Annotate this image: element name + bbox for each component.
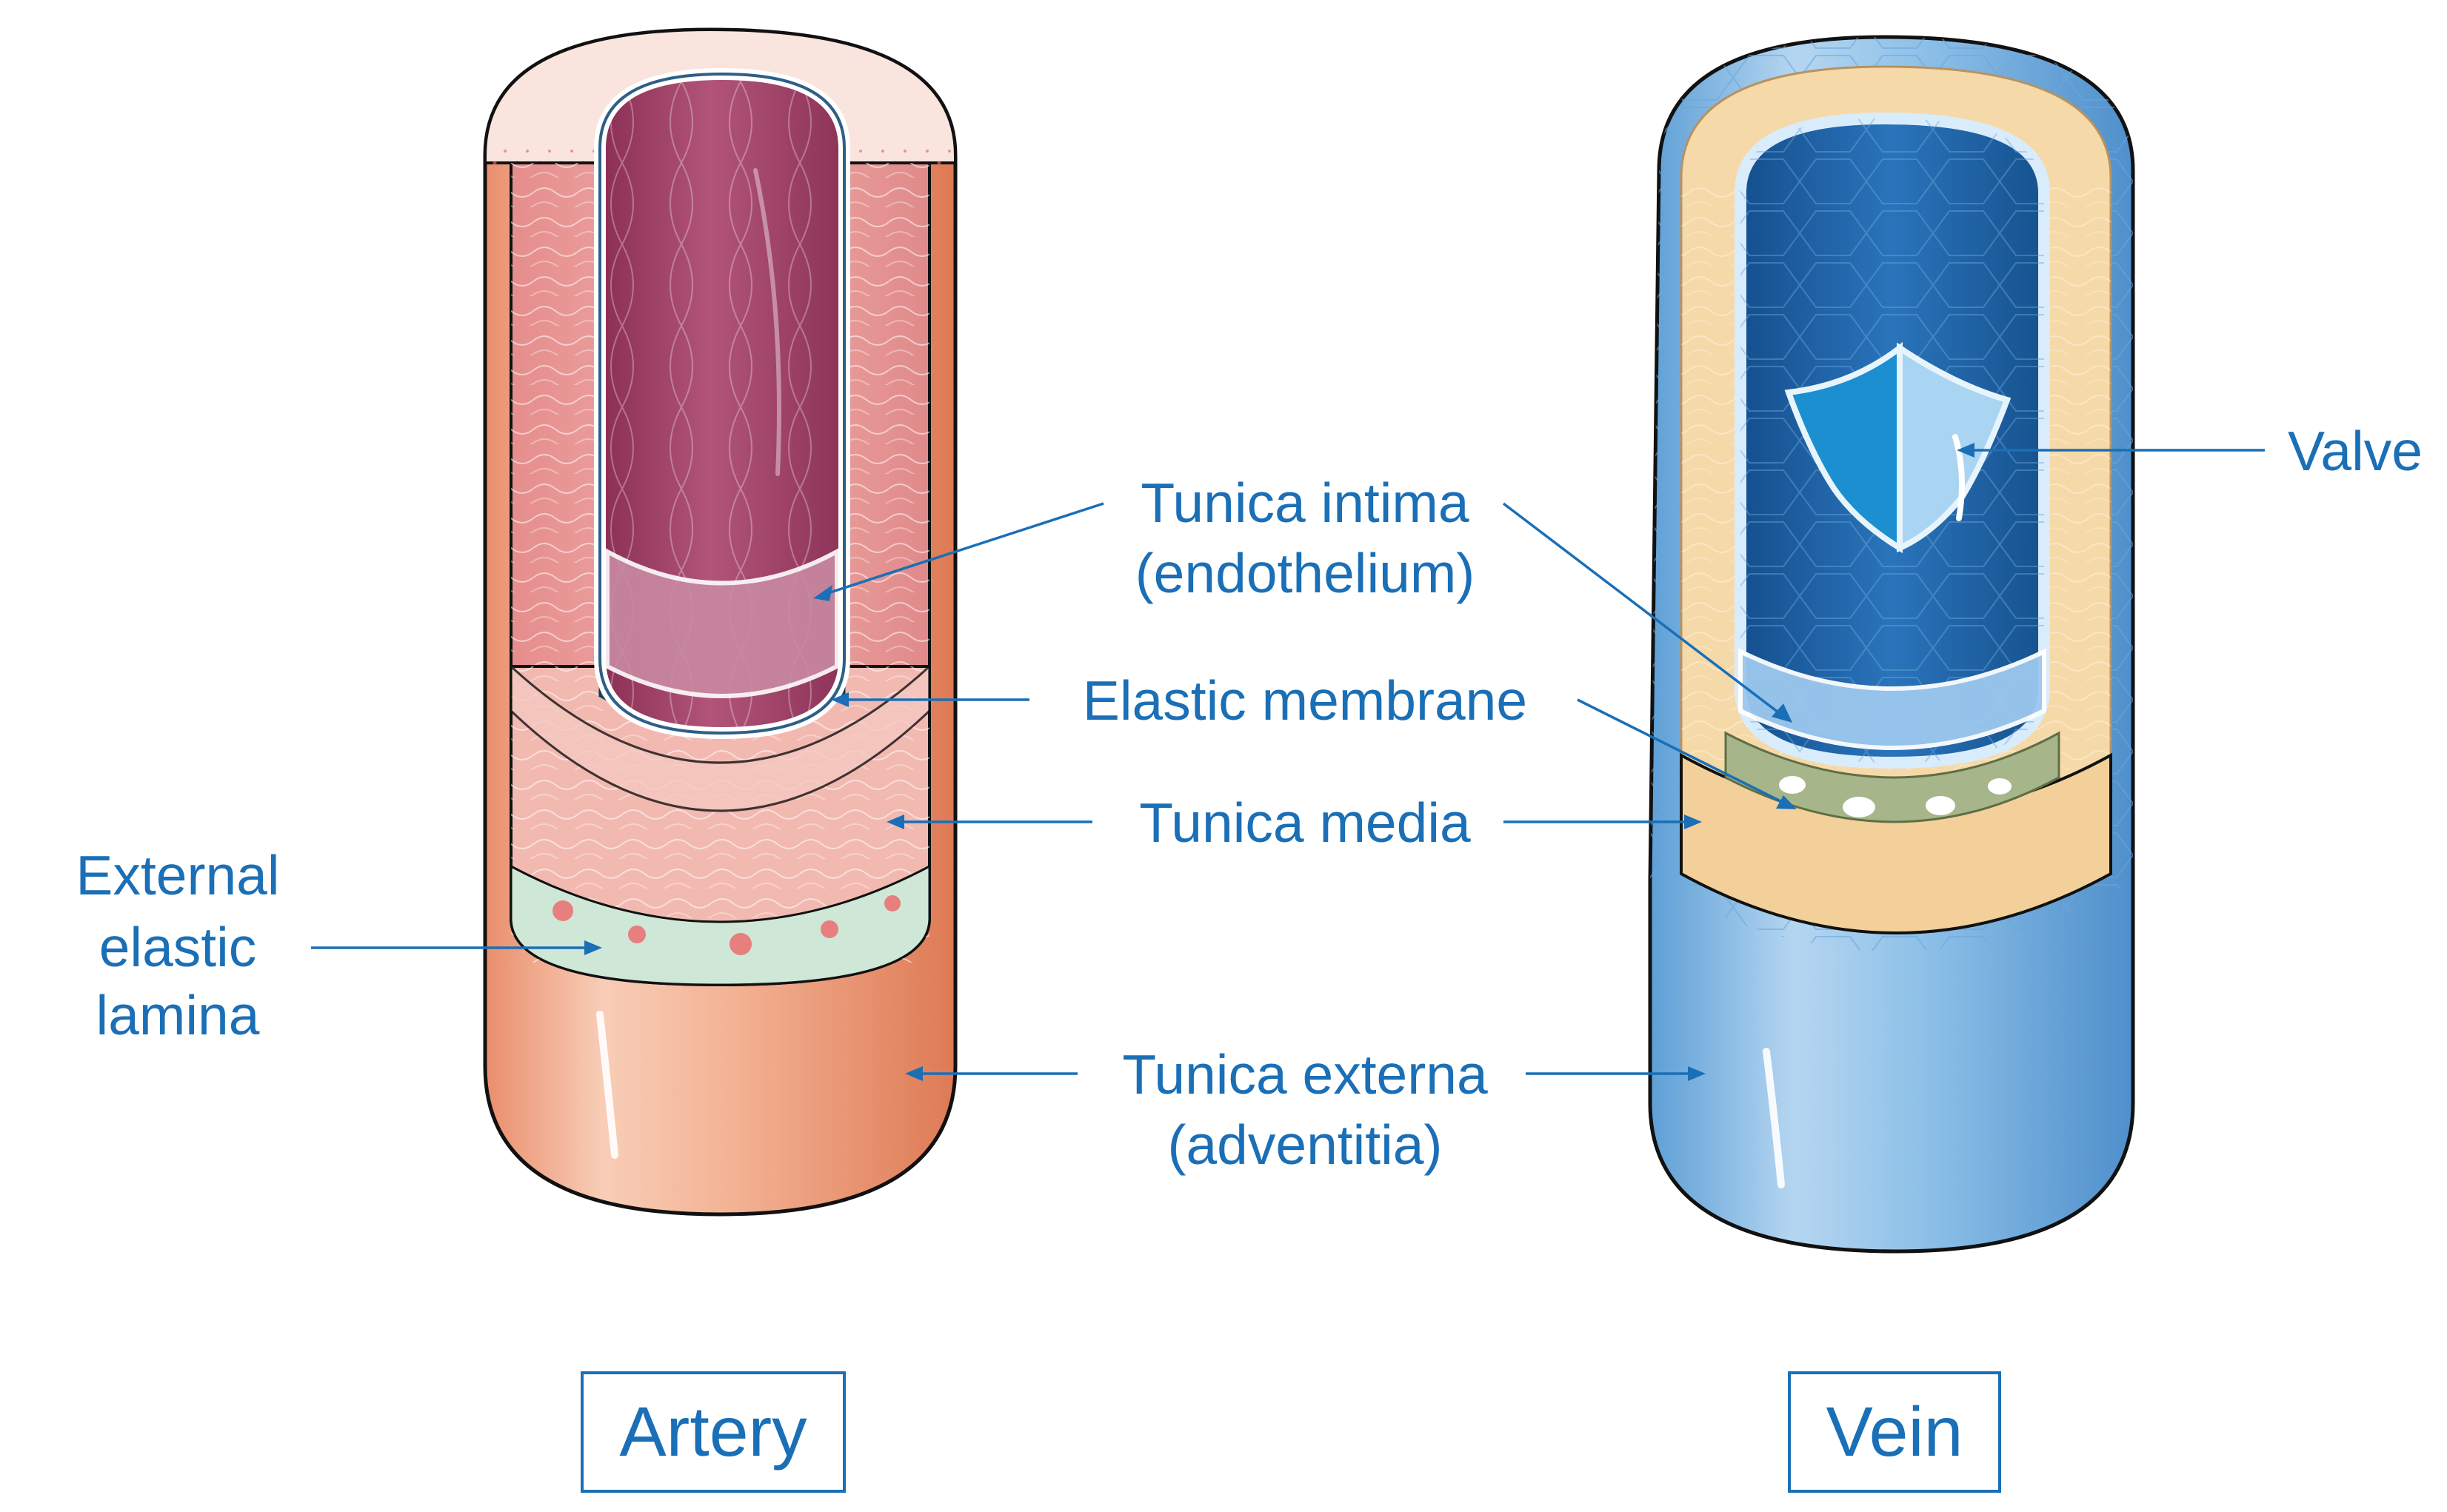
artery-external-elastic-lamina <box>510 864 931 986</box>
caption-vein-text: Vein <box>1826 1393 1963 1471</box>
caption-vein: Vein <box>1788 1371 2001 1493</box>
label-tunica-intima-line1: Tunica intima <box>1141 472 1469 534</box>
vein-valve <box>1784 341 2012 554</box>
artery-tunica-intima <box>605 547 839 698</box>
label-tunica-media: Tunica media <box>1139 792 1471 854</box>
vein-illustration <box>1648 35 2135 1254</box>
caption-artery: Artery <box>581 1371 846 1493</box>
label-valve: Valve <box>2288 420 2423 482</box>
vein-tunica-intima <box>1738 648 2046 750</box>
label-tunica-externa-line2: (adventitia) <box>1167 1114 1442 1176</box>
vein-elastic-membrane <box>1724 731 2060 823</box>
label-external-elastic-line1: External <box>76 844 279 906</box>
artery-illustration <box>483 27 958 1217</box>
label-elastic-membrane: Elastic membrane <box>1083 669 1527 732</box>
label-external-elastic-line2: elastic <box>99 916 257 978</box>
label-tunica-intima-line2: (endothelium) <box>1135 542 1475 604</box>
caption-artery-text: Artery <box>619 1393 807 1471</box>
label-tunica-externa-line1: Tunica externa <box>1122 1043 1488 1105</box>
leader-lines <box>311 443 2265 1081</box>
label-external-elastic-line3: lamina <box>96 984 260 1046</box>
